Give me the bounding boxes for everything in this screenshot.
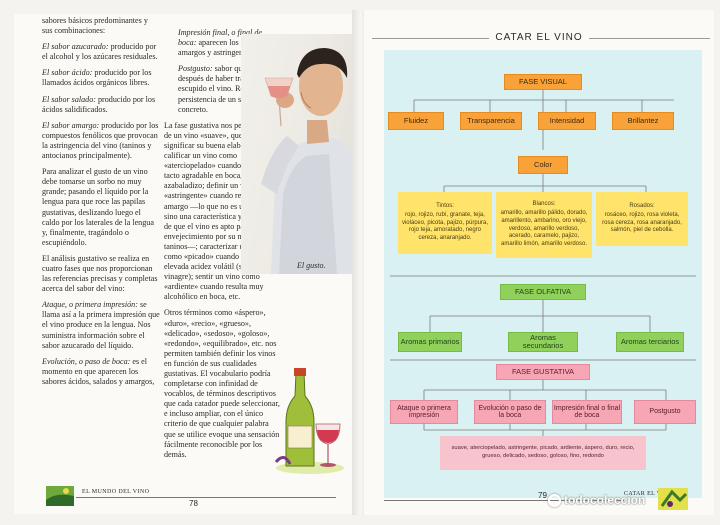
flowchart-connectors [390,88,696,436]
paragraph: El sabor azucarado: producido por el alc… [42,42,160,62]
paragraph-text: La fase gustativa nos permite hablar de … [164,120,282,302]
paragraph: El sabor salado: producido por los ácido… [42,95,160,115]
left-footer: EL MUNDO DEL VINO 78 [42,486,354,508]
left-text-column-1: sabores básicos predominantes y sus comb… [42,16,160,393]
paragraph-lead: El sabor salado: [42,94,96,104]
visual-item-transparencia: Transparencia [460,112,522,130]
paragraph: Para analizar el gusto de un vino debe t… [42,167,160,248]
paragraph-text: producido por el alcohol y los azúcares … [42,42,158,62]
paragraph-text: es el momento en que aparecen los sabore… [42,356,155,386]
paragraph-lead: Ataque, o primera impresión: [42,300,138,310]
book-gutter [352,10,366,515]
paragraph-lead: El sabor amargo: [42,120,100,130]
fase-olfativa-label: FASE OLFATIVA [500,284,586,300]
left-footer-label: EL MUNDO DEL VINO [82,489,150,495]
color-rosados-heading: Rosados: [629,203,655,210]
gustativa-terms: suave, aterciopelado, astringente, picad… [440,436,646,470]
footer-grapes-icon [658,488,688,510]
paragraph-text: se llama así a la primera impresión que … [42,300,160,350]
olfativa-item-primarios: Aromas primarios [398,332,462,352]
footer-vineyard-icon [46,486,74,506]
paragraph-text: aparecen los sabores amargos y astringen… [178,38,265,58]
color-blancos: Blancos: amarillo, amarillo pálido, dorad… [496,192,592,258]
paragraph: La fase gustativa nos permite hablar de … [164,121,282,303]
color-blancos-text: amarillo, amarillo pálido, dorado, amari… [500,210,588,247]
right-page: CATAR EL VINO [364,10,714,515]
tasting-photo [241,34,354,274]
paragraph-text: El análisis gustativo se realiza en cuat… [42,253,158,294]
flowchart-panel: FASE VISUAL Fluidez Transparencia Intens… [384,50,702,498]
gustativa-item-postgusto: Postgusto [634,400,696,424]
fase-gustativa-label: FASE GUSTATIVA [496,364,590,380]
wine-bottle-illustration [274,368,344,474]
paragraph: El sabor ácido: producido por los llamad… [42,68,160,88]
chart-title-text: CATAR EL VINO [489,32,589,43]
color-rosados: Rosados:rosáceo, rojizo, rosa violeta, r… [596,192,688,246]
paragraph: Otros términos como «áspero», «duro», «r… [164,308,282,459]
paragraph-text: producido por los ácidos salidificados. [42,94,156,114]
right-footer-label: CATAR EL VINO [624,491,674,497]
olfativa-item-secundarios: Aromas secundarios [508,332,578,352]
visual-item-brillantez: Brillantez [612,112,674,130]
visual-item-fluidez: Fluidez [388,112,444,130]
paragraph-lead: Evolución, o paso de boca: [42,356,131,366]
paragraph-lead: El sabor azucarado: [42,42,109,52]
left-page-number: 78 [189,499,198,508]
gustativa-item-impresion-final: Impresión final o final de boca [552,400,622,424]
watermark-text: todocoleccion [564,493,646,507]
paragraph: Ataque, o primera impresión: se llama as… [42,300,160,350]
paragraph-text: producido por los compuestos fenólicos q… [42,120,159,161]
watermark-logo-icon [548,493,561,507]
chart-title: CATAR EL VINO [364,32,714,43]
photo-caption: El gusto. [297,261,326,270]
paragraph-lead: El sabor ácido: [42,68,93,78]
olfativa-item-terciarios: Aromas terciarios [616,332,684,352]
paragraph: El sabor amargo: producido por los compu… [42,121,160,161]
fase-visual-label: FASE VISUAL [504,74,582,90]
right-page-number: 79 [538,491,547,500]
right-footer: 79 CATAR EL VINO [364,488,714,510]
paragraph: Impresión final, o final de boca: aparec… [164,28,282,58]
visual-item-color: Color [518,156,568,174]
paragraph: El análisis gustativo se realiza en cuat… [42,254,160,294]
gustativa-item-evolucion: Evolución o paso de la boca [474,400,546,424]
paragraph-lead: Impresión final, o final de boca: [178,28,263,48]
color-rosados-text: rosáceo, rojizo, rosa violeta, rosa cere… [602,211,682,234]
paragraph-text: Otros términos como «áspero», «duro», «r… [164,308,280,459]
color-tintos-heading: Tintos: [436,203,454,210]
left-page: sabores básicos predominantes y sus comb… [14,14,354,514]
color-tintos: Tintos:rojo, rojizo, rubí, granate, teja… [398,192,492,254]
paragraph-text: sabores básicos predominantes y sus comb… [42,16,148,36]
left-text-column-2: Impresión final, o final de boca: aparec… [164,28,282,466]
color-tintos-text: rojo, rojizo, rubí, granate, teja, violá… [401,211,489,241]
paragraph: Evolución, o paso de boca: es el momento… [42,357,160,387]
todocoleccion-watermark: todocoleccion [548,493,645,507]
visual-item-intensidad: Intensidad [538,112,596,130]
left-footer-rule [76,497,336,498]
paragraph-text: producido por los llamados ácidos orgáni… [42,68,152,88]
paragraph: sabores básicos predominantes y sus comb… [42,16,160,36]
paragraph-lead: Postgusto: [178,64,213,74]
paragraph-text: Para analizar el gusto de un vino debe t… [42,167,154,247]
right-footer-rule [384,500,624,501]
gustativa-item-ataque: Ataque o primera impresión [390,400,458,424]
color-blancos-heading: Blancos: [532,201,556,208]
